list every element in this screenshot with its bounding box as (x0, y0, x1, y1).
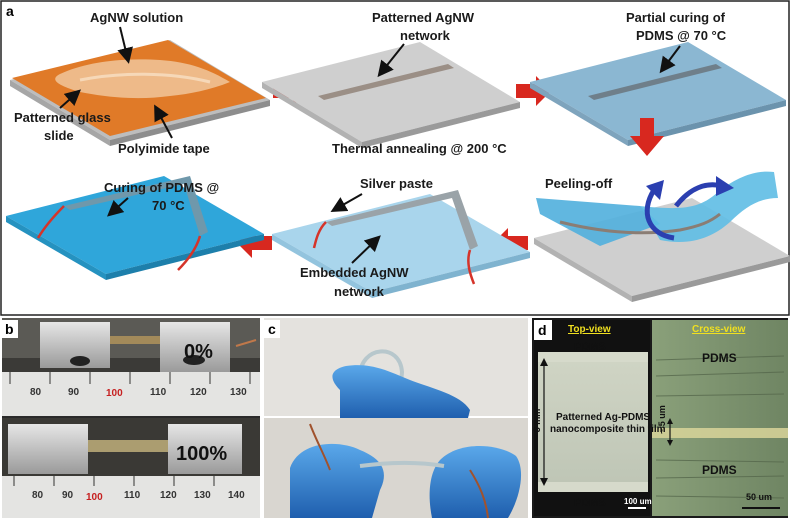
clamp-left-bottom (8, 424, 88, 474)
agnw-stripe (318, 64, 454, 100)
pdms-top-view-top: PDMS (574, 341, 606, 353)
pdms-top-view-bottom: PDMS (574, 497, 606, 509)
scale-50um-label: 50 um (746, 492, 772, 502)
ruler-top-130: 130 (230, 387, 247, 398)
dim-5um-label: ~ 5 um (657, 405, 667, 434)
step2-slide (262, 42, 520, 148)
dim-3mm-label: ~ 3 mm (532, 409, 542, 440)
ruler-bottom-80: 80 (32, 490, 44, 501)
step4-label: Peeling-off (545, 176, 613, 191)
strain-100: 100% (176, 443, 227, 465)
step1-glass-label-1: Patterned glass (14, 110, 111, 125)
panel-d-label: d (538, 322, 547, 338)
wire-right (467, 249, 476, 285)
step3-top-label-2: PDMS @ 70 °C (636, 28, 727, 43)
strain-0: 0% (184, 341, 213, 363)
step2-bottom-label: Thermal annealing @ 200 °C (332, 141, 507, 156)
ruler-top-120: 120 (190, 387, 207, 398)
step1-slide (10, 40, 270, 146)
clamp-right-bottom (168, 424, 242, 474)
step1-top-label: AgNW solution (90, 10, 183, 25)
panel-d: Top-view Cross-view PDMS PDMS PDMS PDMS … (532, 318, 788, 518)
step5-bottom-label-1: Embedded AgNW (300, 265, 409, 280)
glove-top (332, 365, 470, 418)
peel-direction-arrow (716, 176, 734, 196)
ruler-top (2, 372, 260, 416)
ruler-bottom-130: 130 (194, 490, 211, 501)
pdms-film-curl (640, 171, 778, 242)
step2-top-label-1: Patterned AgNW (372, 10, 475, 25)
panel-b: 80 90 100 110 120 130 0% 80 90 100 110 1… (2, 318, 260, 518)
step3-top-label-1: Partial curing of (626, 10, 726, 25)
panel-c-label: c (268, 321, 276, 337)
ruler-top-90: 90 (68, 387, 80, 398)
step3-slide (530, 42, 786, 146)
embedded-agnw (326, 190, 478, 250)
agnw-stripe-pdms (588, 64, 722, 100)
glove-bottom-left (290, 443, 384, 518)
step4-peel (534, 171, 790, 302)
ruler-bottom-110: 110 (124, 490, 141, 501)
step1-glass-label-2: slide (44, 128, 74, 143)
ruler-bottom-120: 120 (160, 490, 177, 501)
wire-right-cured (177, 235, 202, 271)
step6-top-label-2: 70 °C (152, 198, 185, 213)
step5-top-label: Silver paste (360, 176, 433, 191)
pdms-film-flat (536, 198, 660, 246)
agnw-solution (55, 59, 230, 99)
nanocomposite-layer (652, 428, 788, 438)
step6-top-label-1: Curing of PDMS @ (104, 180, 219, 195)
ruler-bottom (2, 476, 260, 518)
ruler-bottom-90: 90 (62, 490, 74, 501)
pdms-cross-top: PDMS (702, 351, 737, 365)
ruler-bottom-100: 100 (86, 492, 103, 503)
panel-c: c (264, 318, 528, 519)
ruler-top-100: 100 (106, 388, 123, 399)
scale-100um-label: 100 um (624, 497, 652, 506)
top-view-title: Top-view (568, 324, 611, 335)
glove-bottom-right (429, 446, 522, 518)
wire-left (312, 221, 327, 249)
wire-left-cured (36, 205, 65, 239)
panel-a: a AgNW solution Patterned glass slide Po… (0, 0, 790, 316)
cross-view-title: Cross-view (692, 324, 746, 335)
cross-view-image (652, 320, 788, 516)
step2-top-label-2: network (400, 28, 451, 43)
step5-slide (272, 190, 530, 298)
top-view-image (538, 362, 648, 482)
pdms-cross-bottom: PDMS (702, 463, 737, 477)
composite-label-2: nanocomposite thin film (550, 424, 666, 435)
process-arrow-3 (630, 118, 664, 156)
ruler-top-80: 80 (30, 387, 42, 398)
ruler-top-110: 110 (150, 387, 167, 398)
step5-bottom-label-2: network (334, 284, 385, 299)
step6-slide (6, 176, 264, 280)
ruler-bottom-140: 140 (228, 490, 245, 501)
step1-tape-label: Polyimide tape (118, 141, 210, 156)
composite-label-1: Patterned Ag-PDMS (556, 412, 650, 423)
panel-b-label: b (5, 321, 14, 337)
panel-a-label: a (6, 3, 14, 19)
